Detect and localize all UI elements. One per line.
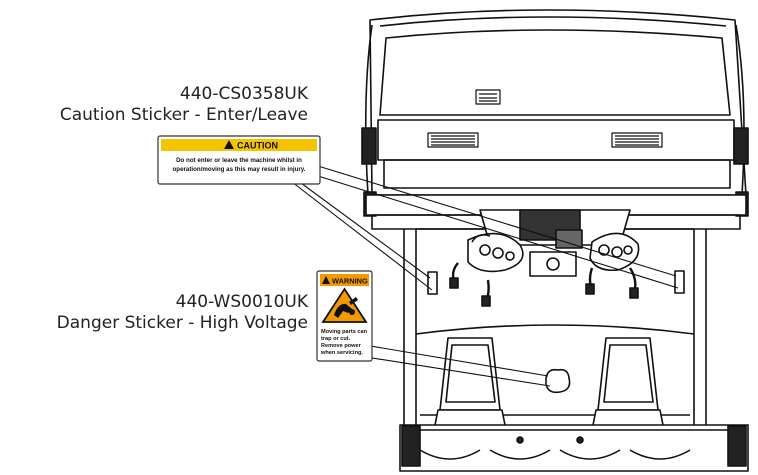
central-console xyxy=(479,209,631,277)
warning-sticker-line3: Remove power xyxy=(321,343,362,349)
warning-sticker-header: WARNING xyxy=(332,277,368,286)
leader-warning-2 xyxy=(346,353,551,387)
caution-sticker-graphic: CAUTION Do not enter or leave the machin… xyxy=(157,135,321,185)
hood-vent-right xyxy=(611,132,663,148)
leader-warning xyxy=(346,341,549,377)
warning-sticker-line1: Moving parts can xyxy=(321,329,368,335)
leader-lines xyxy=(285,165,679,387)
caution-sticker-line1: Do not enter or leave the machine whilst… xyxy=(176,157,302,164)
machine-hood xyxy=(361,9,749,217)
right-joystick-control xyxy=(585,232,640,299)
warning-sticker-line2: trap or cut. xyxy=(321,336,351,342)
leader-caution-left-2 xyxy=(291,181,433,291)
warning-sticker-callout-label: 440-WS0010UK Danger Sticker - High Volta… xyxy=(57,292,308,334)
hood-vent-top xyxy=(475,89,501,105)
left-joystick-control xyxy=(449,232,524,307)
caution-description: Caution Sticker - Enter/Leave xyxy=(59,105,308,125)
leader-caution-right xyxy=(317,165,677,277)
warning-part-number: 440-WS0010UK xyxy=(175,292,308,312)
warning-description: Danger Sticker - High Voltage xyxy=(56,313,308,333)
warning-sticker-line4: when servicing. xyxy=(320,350,363,356)
caution-sticker-header: CAUTION xyxy=(237,141,278,151)
warning-sticker-graphic: WARNING Moving parts can trap or cut. Re… xyxy=(316,270,373,362)
leader-caution-right-2 xyxy=(317,175,679,289)
hand-hazard-icon xyxy=(334,297,358,318)
caution-part-number: 440-CS0358UK xyxy=(179,84,308,104)
leader-caution-left xyxy=(285,171,431,279)
warning-sticker-location xyxy=(545,368,571,394)
machine-base xyxy=(399,424,749,472)
caution-sticker-callout-label: 440-CS0358UK Caution Sticker - Enter/Lea… xyxy=(60,84,308,126)
caution-sticker-location-left xyxy=(427,271,438,295)
hood-vent-left xyxy=(427,132,479,148)
caution-sticker-line2: operation/moving as this may result in i… xyxy=(173,166,306,173)
caution-sticker-location-right xyxy=(674,270,685,294)
